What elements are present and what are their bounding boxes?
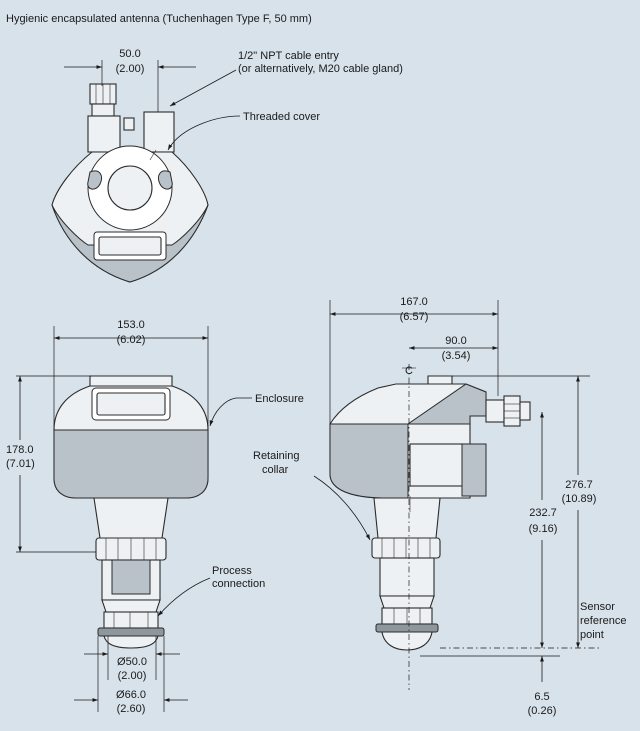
dim-side-offset-in: (3.54): [442, 350, 471, 362]
dim-side-width-in: (6.57): [400, 311, 429, 323]
callout-sensor-ref-3: point: [580, 629, 604, 641]
top-cable-entry-block: [87, 115, 121, 153]
callout-process-connection-2: connection: [212, 578, 265, 590]
dim-front-width-mm: 153.0: [117, 319, 145, 331]
dim-process-inner-mm: Ø50.0: [117, 656, 147, 668]
dim-front-width-in: (6.02): [117, 334, 146, 346]
top-view: 50.0 (2.00) 1/2" NPT cable entry (or alt…: [51, 48, 403, 283]
callout-sensor-ref-1: Sensor: [580, 601, 615, 613]
callout-threaded-cover: Threaded cover: [243, 111, 320, 123]
side-neck: [373, 497, 441, 539]
dim-side-offset-mm: 90.0: [445, 335, 466, 347]
side-view: C 167.0 (6.57) 90.0 (3.54) 276.7 (10.89)…: [253, 296, 626, 717]
dim-process-outer-mm: Ø66.0: [116, 689, 146, 701]
callout-retaining-collar-2: collar: [262, 464, 289, 476]
front-neck: [93, 497, 169, 539]
dim-total-height-mm: 276.7: [565, 479, 593, 491]
drawing-title: Hygienic encapsulated antenna (Tuchenhag…: [6, 13, 312, 25]
dim-ref-height-mm: 232.7: [529, 507, 557, 519]
dim-total-height-in: (10.89): [562, 493, 597, 505]
dim-side-width-mm: 167.0: [400, 296, 428, 308]
front-process-flange: [103, 611, 159, 629]
dim-top-width-mm: 50.0: [119, 48, 140, 60]
side-antenna-body: [379, 557, 435, 597]
callout-sensor-ref-2: reference: [580, 615, 626, 627]
front-antenna-tip: [103, 635, 159, 649]
front-view: 153.0 (6.02) 178.0 (7.01) Enclosure Proc…: [6, 319, 304, 715]
top-cover-block: [143, 111, 175, 153]
callout-cable-entry-1: 1/2" NPT cable entry: [238, 50, 339, 62]
dim-front-height-in: (7.01): [6, 458, 35, 470]
callout-retaining-collar-1: Retaining: [253, 450, 299, 462]
callout-enclosure: Enclosure: [255, 393, 304, 405]
dim-antenna-offset-in: (0.26): [528, 705, 557, 717]
dim-top-width-in: (2.00): [116, 63, 145, 75]
dim-antenna-offset-mm: 6.5: [534, 691, 549, 703]
dim-process-inner-in: (2.00): [118, 670, 147, 682]
side-terminal-cover: [409, 443, 469, 487]
callout-process-connection-1: Process: [212, 565, 252, 577]
side-antenna-tip: [381, 631, 433, 651]
dim-process-outer-in: (2.60): [117, 703, 146, 715]
dim-front-height-mm: 178.0: [6, 444, 34, 456]
centerline-symbol: C: [405, 365, 413, 377]
callout-cable-entry-2: (or alternatively, M20 cable gland): [238, 63, 403, 75]
dim-ref-height-in: (9.16): [529, 523, 558, 535]
